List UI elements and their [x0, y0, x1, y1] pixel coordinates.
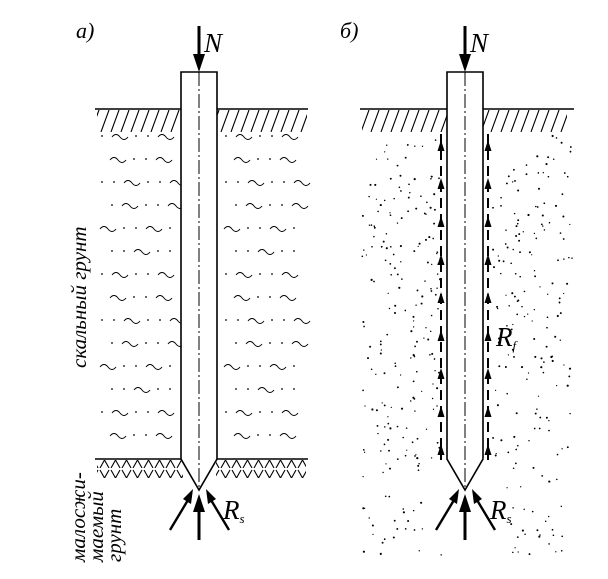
tip-resistance-label-b: Rs — [489, 495, 512, 526]
panel-a: а) N — [66, 18, 311, 563]
lower-soil-label-line-1: малосжи- — [66, 472, 90, 563]
pile-a — [180, 71, 218, 492]
upper-soil-label: скальный грунт — [67, 226, 91, 368]
lower-soil-label-line-3: грунт — [102, 509, 126, 562]
panel-b: б) N Rf — [340, 18, 574, 556]
load-label-b: N — [469, 28, 490, 58]
rock-soil-pattern-a — [99, 134, 311, 439]
ground-surface-b — [360, 108, 574, 132]
lower-layer-boundary-a — [95, 458, 308, 478]
side-friction-label: Rf — [495, 322, 519, 353]
tip-resistance-arrows-b — [434, 489, 497, 540]
load-label-a: N — [203, 28, 224, 58]
lower-soil-label-line-2: маемый — [84, 491, 108, 563]
panel-a-label: а) — [76, 18, 94, 43]
side-friction-arrows-b — [437, 134, 492, 460]
tip-resistance-arrows-a — [168, 489, 231, 540]
sand-soil-pattern-b — [361, 134, 573, 556]
load-arrow-b — [459, 26, 471, 72]
panel-b-label: б) — [340, 18, 358, 43]
pile-b — [446, 71, 484, 492]
load-arrow-a — [193, 26, 205, 72]
tip-resistance-label-a: Rs — [222, 495, 245, 526]
ground-surface-a — [95, 108, 308, 132]
